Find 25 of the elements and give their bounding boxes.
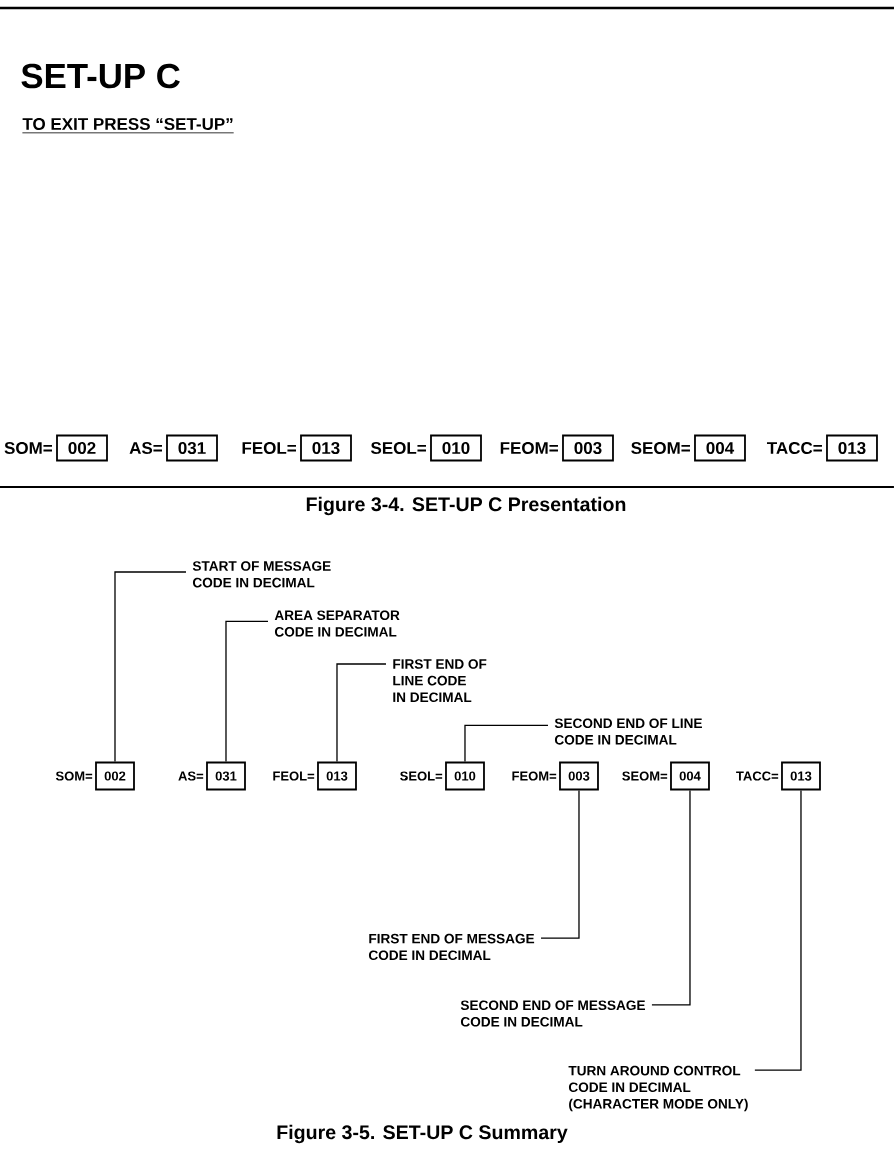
leader-line [336,663,387,763]
field-label: SEOM= [631,442,690,454]
field-label: SEOL= [371,442,426,454]
value-box: 002 [56,434,108,462]
field-label: TACC= [767,442,822,454]
figure-caption: Figure 3-4. SET-UP C Presentation [306,496,626,516]
field-label: AS= [129,442,162,454]
field-label: SOM= [4,442,52,454]
value-box: 003 [562,434,614,462]
value-box: 010 [430,434,482,462]
figure-caption: Figure 3-5. SET-UP C Summary [277,1124,568,1144]
leader-line [114,571,187,763]
field-label: FEOL= [242,442,296,454]
instruction-text: TO EXIT PRESS “SET-UP” [22,118,235,134]
field-label: FEOM= [500,442,558,454]
value-box: 013 [826,434,878,462]
leader-line [540,789,580,939]
leader-line [651,789,691,1006]
value-box: 031 [166,434,218,462]
value-box: 004 [694,434,746,462]
leader-line [464,724,549,763]
heading: SET-UP C [21,63,180,89]
value-box: 013 [300,434,352,462]
leader-line [225,620,269,763]
leader-line [754,789,802,1071]
